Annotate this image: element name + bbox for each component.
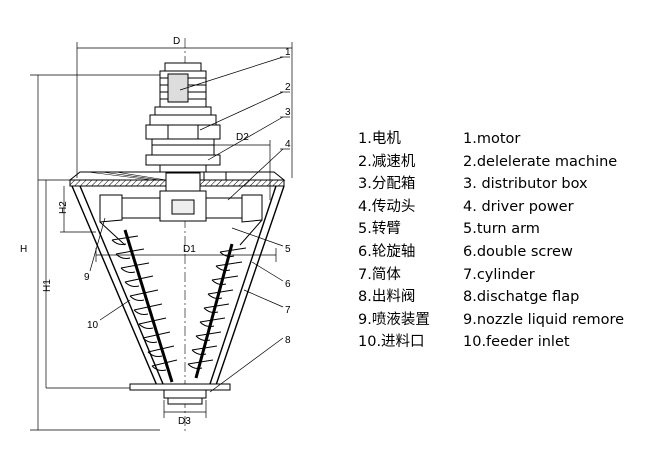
legend-cn-item: 4.传动头 [358, 198, 416, 215]
legend-cn-item: 7.简体 [358, 266, 401, 283]
dimension-d2: D2 [236, 132, 249, 143]
legend-en-item: 9.nozzle liquid remore [463, 311, 625, 328]
dimension-lines [30, 42, 293, 431]
distributor-box [99, 172, 263, 246]
legend-cn-item: 6.轮旋轴 [358, 243, 416, 260]
dimension-h: H [20, 244, 27, 255]
legend-cn-item: 1.电机 [358, 131, 401, 147]
legend-cn-item: 5.转臂 [358, 221, 401, 238]
legend-en-item: 4. driver power [463, 198, 574, 215]
legend-en-item: 6.double screw [463, 243, 573, 260]
callout-10: 10 [87, 320, 99, 331]
motor [154, 62, 212, 116]
callout-8: 8 [285, 335, 291, 346]
legend-english: 1.motor 2.delelerate machine 3. distribu… [463, 128, 624, 354]
legend-cn-item: 3.分配箱 [358, 176, 416, 193]
callout-2: 2 [285, 82, 291, 93]
reducer [145, 114, 221, 174]
discharge-flap [163, 389, 207, 405]
legend-en-item: 5.turn arm [463, 221, 540, 238]
legend-cn-item: 10.进料口 [358, 334, 425, 351]
dimension-d3: D3 [178, 416, 191, 427]
dimension-d1: D1 [183, 244, 196, 255]
legend-en-item: 8.dischatge flap [463, 289, 580, 306]
legend-cn-item: 8.出料阀 [358, 289, 416, 306]
dimension-h2: H2 [58, 201, 69, 214]
callout-9: 9 [84, 272, 90, 283]
legend-en-item: 7.cylinder [463, 266, 535, 283]
callout-6: 6 [285, 279, 291, 290]
left-screw [111, 229, 178, 383]
dimension-d: D [173, 36, 180, 47]
dimension-h1: H1 [42, 279, 53, 292]
legend-en-item: 2.delelerate machine [463, 153, 618, 170]
callout-4: 4 [285, 139, 291, 150]
callout-3: 3 [285, 107, 291, 118]
callout-5: 5 [285, 244, 291, 255]
legend-chinese: 1.电机 2.减速机 3.分配箱 4.传动头 5.转臂 6.轮旋轴 7.简体 8… [358, 128, 430, 354]
legend-en-item: 10.feeder inlet [463, 334, 570, 351]
callout-1: 1 [285, 47, 291, 58]
right-screw [187, 243, 247, 379]
legend-cn-item: 2.减速机 [358, 153, 416, 170]
legend-en-item: 3. distributor box [463, 176, 588, 193]
callout-7: 7 [285, 305, 291, 316]
legend-cn-item: 9.喷液装置 [358, 311, 430, 328]
callout-leaders [89, 56, 290, 393]
legend-en-item: 1.motor [463, 131, 521, 147]
